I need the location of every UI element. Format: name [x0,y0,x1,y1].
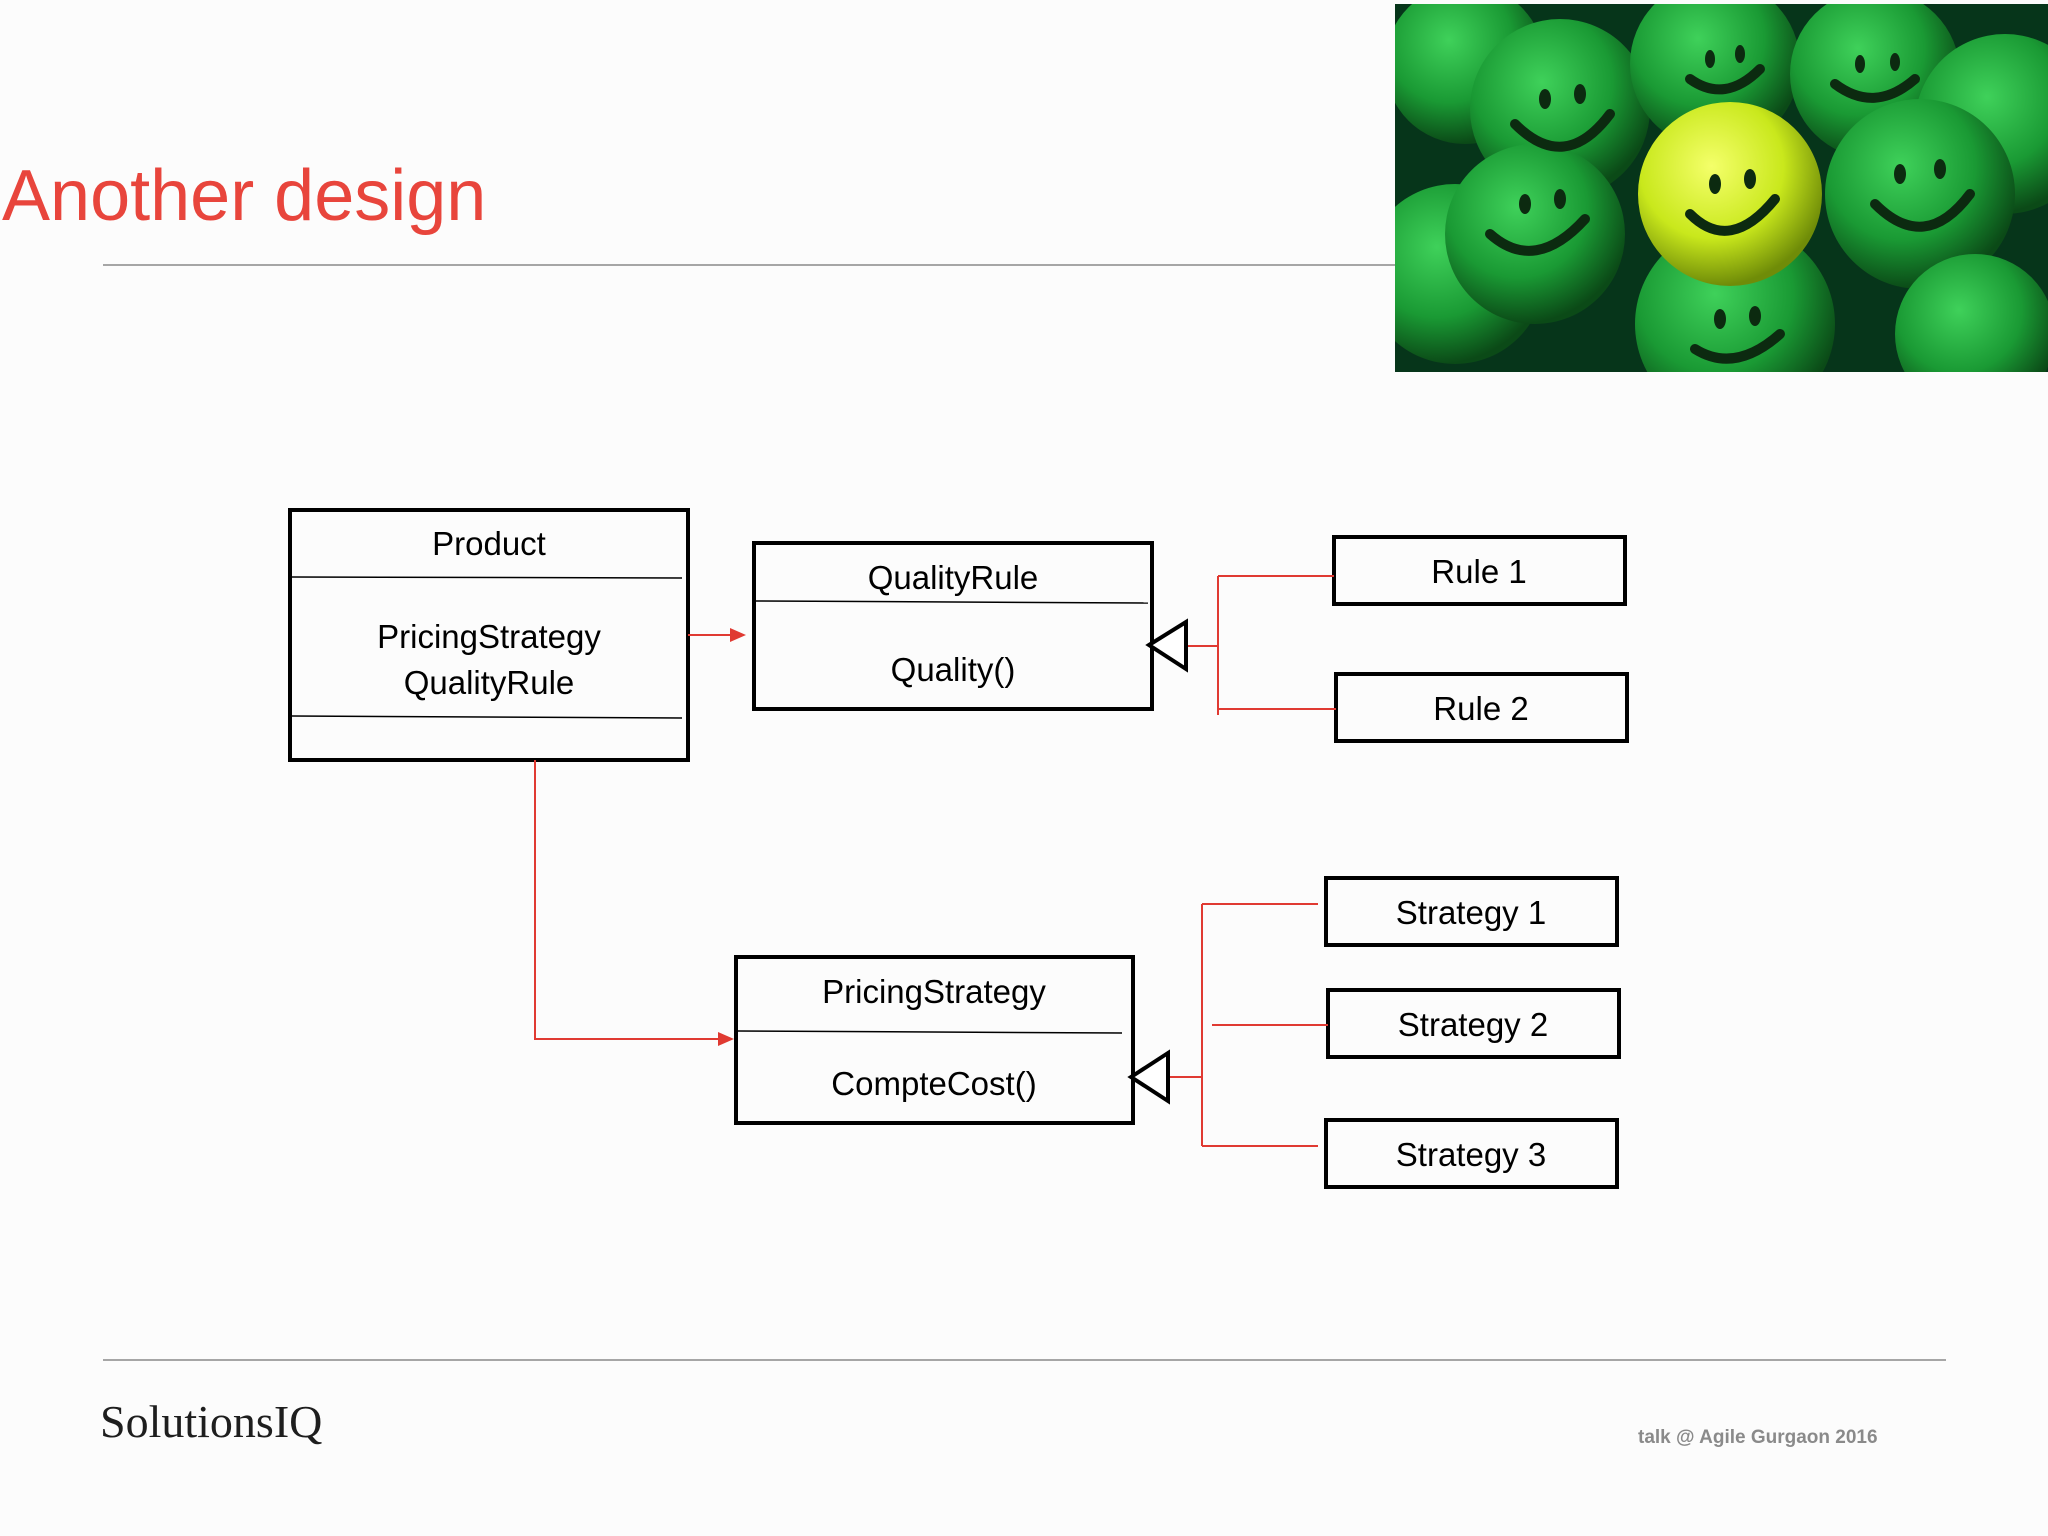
inheritance-triangle-icon [1127,1049,1170,1105]
smiley-ball [1395,4,2048,372]
product-attr-pricing: PricingStrategy [377,618,601,655]
strategy-2-box: Strategy 2 [1326,988,1621,1059]
association-arrowhead [718,1032,734,1046]
association-arrowhead [730,628,746,642]
smiley-balls-image [1395,4,2048,372]
strategy-1-box: Strategy 1 [1324,876,1619,947]
qualityrule-class-box: QualityRule Quality() [752,541,1154,711]
product-class-box: Product PricingStrategy QualityRule [288,508,690,762]
product-attr-quality: QualityRule [404,664,575,701]
title-divider [103,264,1395,266]
footer-note: talk @ Agile Gurgaon 2016 [1638,1427,1878,1448]
strategy-3-box: Strategy 3 [1324,1118,1619,1189]
pricingstrategy-method: CompteCost() [831,1065,1036,1102]
product-to-pricingstrategy-connector [534,760,722,1040]
rule-1-box: Rule 1 [1332,535,1627,606]
solutionsiq-logo: SolutionsIQ [100,1395,322,1448]
strategy-1-label: Strategy 1 [1396,894,1546,931]
footer-divider [103,1359,1946,1361]
rules-inheritance-connector [1186,575,1336,715]
qualityrule-class-name: QualityRule [868,559,1039,596]
pricingstrategy-class-name: PricingStrategy [822,973,1046,1010]
strategies-inheritance-connector [1168,903,1328,1147]
strategy-3-label: Strategy 3 [1396,1136,1546,1173]
pricingstrategy-class-box: PricingStrategy CompteCost() [734,955,1135,1125]
inheritance-triangle-icon [1145,618,1188,673]
rule-2-box: Rule 2 [1334,672,1629,743]
qualityrule-method: Quality() [891,651,1016,688]
rule-1-label: Rule 1 [1431,553,1526,590]
slide-title: Another design [2,156,487,236]
strategy-2-label: Strategy 2 [1398,1006,1548,1043]
logo-text: SolutionsIQ [100,1396,323,1447]
product-class-name: Product [432,525,546,562]
rule-2-label: Rule 2 [1433,690,1528,727]
